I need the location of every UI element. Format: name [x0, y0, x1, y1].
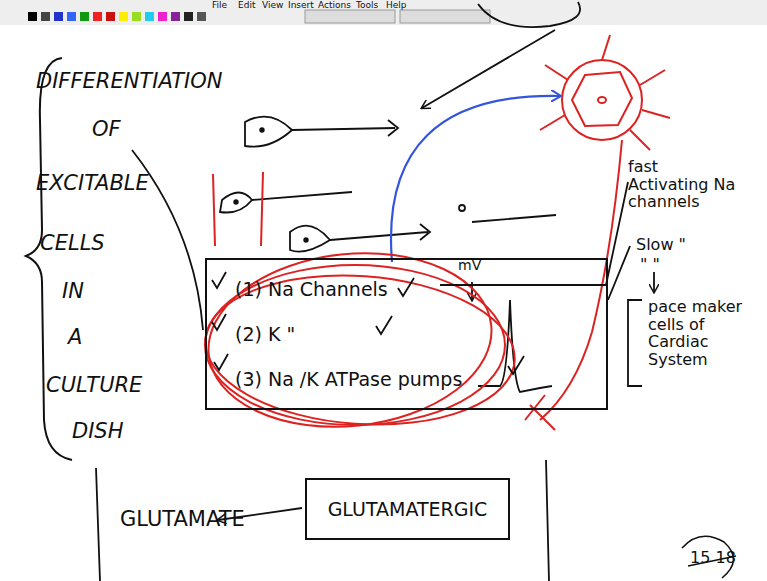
color-swatch: [184, 12, 193, 21]
neuron-soma: [290, 226, 330, 252]
color-swatch: [158, 12, 167, 21]
note-text: IN: [62, 280, 84, 303]
note-text: 15 18: [690, 549, 736, 567]
red-circles: [200, 240, 592, 441]
color-swatch: [106, 12, 115, 21]
left-brace: [26, 58, 72, 460]
checkmark: [508, 356, 524, 374]
nucleus: [234, 200, 238, 204]
divider-bars: [96, 460, 549, 581]
color-swatch: [54, 12, 63, 21]
color-swatch: [132, 12, 141, 21]
cell-processes: [540, 35, 670, 150]
color-swatch: [197, 12, 206, 21]
menu-item: View: [262, 1, 283, 11]
checkmark: [376, 316, 392, 334]
note-text: EXCITABLE: [36, 172, 149, 195]
color-swatch: [93, 12, 102, 21]
checkmark: [398, 278, 414, 296]
cell-outline: [562, 60, 642, 140]
note-text: CULTURE: [46, 374, 142, 397]
red-bars: [213, 172, 263, 246]
box-text: (1) Na Channels: [235, 278, 592, 300]
red-line: [525, 332, 592, 430]
tool-buttons: [400, 10, 490, 23]
color-swatch: [119, 12, 128, 21]
arrow: [422, 30, 555, 108]
menu-item: Edit: [238, 1, 255, 11]
box-text: (2) K ": [235, 323, 592, 345]
note-text: DISH: [72, 420, 124, 443]
leader-lines: [440, 182, 654, 386]
text-box: (1) Na Channels (2) K " (3) Na /K ATPase p…: [205, 258, 608, 410]
axon: [472, 215, 556, 222]
note-text: Slow ": [636, 236, 686, 254]
bracket: [628, 300, 642, 386]
toolbar: [0, 0, 767, 25]
menu-item: Actions: [318, 1, 351, 11]
nucleus: [598, 97, 606, 103]
note-text: " ": [640, 256, 660, 274]
menu-item: File: [212, 1, 227, 11]
color-swatch: [80, 12, 89, 21]
note-text: mV: [458, 258, 481, 273]
color-swatch: [41, 12, 50, 21]
note-text: OF: [92, 118, 121, 141]
color-swatch: [145, 12, 154, 21]
blue-arrow: [391, 96, 560, 262]
nucleus: [260, 128, 264, 132]
menu-item: Tools: [356, 1, 378, 11]
tool-buttons: [305, 10, 395, 23]
toolbar-bg: [0, 0, 767, 25]
axon: [252, 192, 352, 200]
leader-line: [440, 182, 628, 285]
box-text: GLUTAMATERGIC: [328, 498, 488, 520]
axon: [330, 224, 430, 240]
checkmark: [212, 272, 226, 288]
checkmark: [212, 314, 226, 330]
neuron-soma: [220, 193, 252, 213]
note-text: CELLS: [40, 232, 105, 255]
note-text: fast Activating Na channels: [628, 158, 738, 211]
color-swatch: [67, 12, 76, 21]
nucleus: [459, 205, 465, 211]
curve: [478, 2, 580, 27]
axon: [292, 120, 398, 136]
neuron-soma: [245, 117, 292, 147]
text-box: GLUTAMATERGIC: [305, 478, 510, 540]
note-text: pace maker cells of Cardiac System: [648, 298, 748, 368]
note-text: A: [68, 326, 82, 349]
neuron-sketches: [220, 117, 556, 252]
menu-item: Help: [386, 1, 407, 11]
nucleus: [304, 238, 308, 242]
cell-inner: [572, 72, 632, 126]
color-swatch: [28, 12, 37, 21]
color-swatch: [171, 12, 180, 21]
scribble: [682, 536, 736, 578]
note-text: DIFFERENTIATION: [36, 70, 222, 93]
menu-item: Insert: [288, 1, 314, 11]
box-text: (3) Na /K ATPase pumps: [235, 368, 592, 390]
leader-line: [608, 246, 630, 300]
checkmark: [214, 354, 228, 370]
note-text: GLUTAMATE: [120, 508, 245, 531]
arrow: [653, 272, 655, 292]
